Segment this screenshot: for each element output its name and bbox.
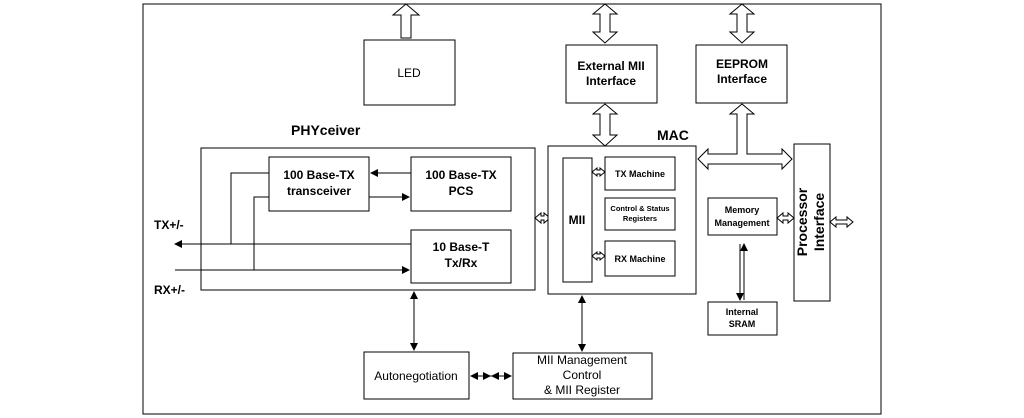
memory-label-line2: Management: [714, 218, 769, 228]
eeprom-label-line2: Interface: [717, 72, 767, 86]
base100-tx-pcs-block: [410, 156, 512, 212]
external-mii-label-line1: External MII: [577, 59, 644, 73]
autoneg-mii-arrow-mid-left: [483, 372, 491, 380]
rx-machine-block: [604, 240, 676, 277]
pcs100-label-line1: 100 Base-TX: [425, 168, 496, 182]
outer-frame: [142, 3, 882, 415]
tx100-label-line2: transceiver: [287, 184, 351, 198]
mii-mgmt-label-line1: MII Management: [537, 353, 628, 367]
external-mii-label-line2: Interface: [586, 74, 636, 88]
autoneg-label: Autonegotiation: [374, 369, 457, 383]
mac-title: MAC: [657, 127, 689, 143]
ext-mii-updown-arrow: [591, 3, 619, 44]
base10-t-txrx-block: [410, 229, 512, 284]
mii-mgmt-label-line3: & MII Register: [544, 383, 620, 397]
control-status-registers-block: [604, 197, 676, 231]
internal-sram-block: [707, 301, 778, 336]
pcs100-label-line2: PCS: [449, 184, 474, 198]
processor-label-line2: Interface: [811, 193, 827, 252]
memory-label-line1: Memory: [725, 205, 760, 215]
eeprom-interface-block: [695, 44, 788, 104]
sram-label-line1: Internal: [726, 307, 759, 317]
rx-in-wire: [253, 196, 269, 270]
control-status-label-line1: Control & Status: [610, 204, 669, 213]
tx-out-wire: [230, 172, 269, 244]
mii-rx-arrow: [591, 250, 606, 262]
mii-mgmt-label-line2: Control: [563, 368, 602, 382]
mii-management-block: [512, 352, 653, 400]
led-block: [363, 39, 456, 106]
ext-mii-mac-arrow: [591, 103, 619, 147]
mii-block: [562, 157, 593, 283]
memory-processor-arrow: [776, 211, 795, 225]
sram-label-line2: SRAM: [729, 319, 756, 329]
tx100-label-line1: 100 Base-TX: [283, 168, 354, 182]
tx-machine-label: TX Machine: [615, 169, 665, 179]
autonegotiation-block: [363, 351, 470, 400]
phyceiver-title: PHYceiver: [291, 122, 361, 138]
processor-external-arrow: [829, 215, 854, 229]
control-status-label-line2: Registers: [623, 214, 657, 223]
base100-tx-transceiver-block: [268, 156, 370, 212]
eeprom-label-line1: EEPROM: [716, 57, 768, 71]
mii-tx-arrow: [591, 166, 606, 178]
tx-pins-label: TX+/-: [154, 218, 184, 232]
tx-machine-block: [604, 156, 676, 191]
base10-label-line1: 10 Base-T: [433, 240, 490, 254]
rx-pins-label: RX+/-: [154, 283, 185, 297]
led-updown-arrow: [391, 3, 421, 39]
eeprom-bus-arrow: [697, 103, 793, 171]
processor-interface-block: [793, 143, 831, 302]
external-mii-interface-block: [565, 44, 658, 104]
mii-label: MII: [569, 213, 586, 227]
autoneg-mii-arrow-mid-right: [491, 372, 499, 380]
memory-management-block: [707, 197, 778, 236]
processor-label-line1: Processor: [794, 187, 810, 256]
rx-machine-label: RX Machine: [614, 254, 665, 264]
base10-label-line2: Tx/Rx: [445, 256, 478, 270]
led-label: LED: [397, 66, 421, 80]
eeprom-updown-arrow: [728, 3, 756, 44]
